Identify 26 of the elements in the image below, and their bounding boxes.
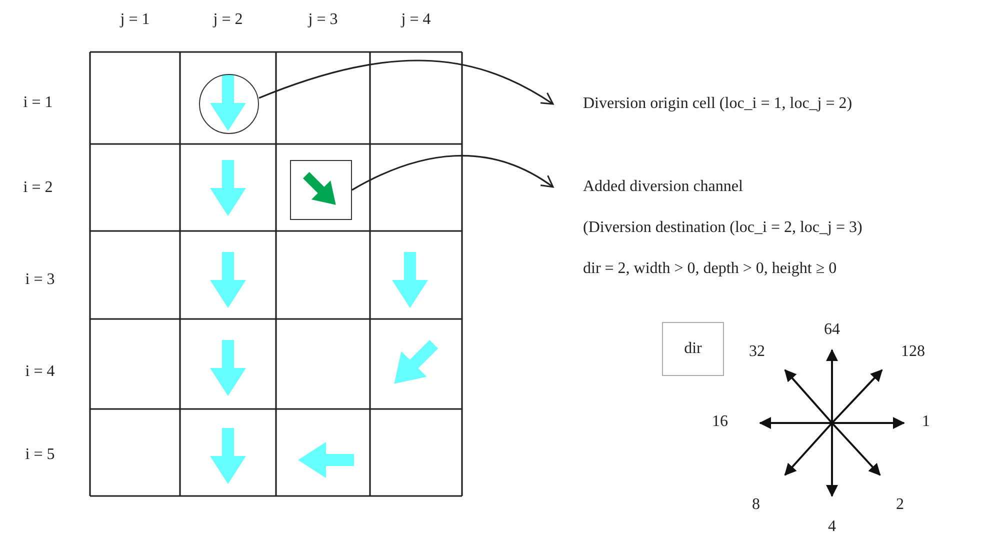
annotation-detail: dir = 2, width > 0, depth > 0, height ≥ 0 — [583, 259, 838, 279]
annotation-text: Added diversion channel — [583, 177, 744, 196]
index-label: i = 2 — [23, 179, 53, 197]
index-label: i = 5 — [25, 446, 55, 464]
index-label: j = 2 — [213, 11, 243, 29]
direction-value: 64 — [824, 321, 840, 339]
curved-arrow — [258, 60, 554, 105]
direction-value: 128 — [901, 343, 925, 361]
index-label: i = 1 — [23, 94, 53, 112]
annotation-text: Diversion origin cell (loc_i = 1, loc_j = 2) — [583, 94, 854, 114]
curved-arrow — [352, 155, 554, 191]
direction-value: 32 — [749, 343, 765, 361]
index-label: i = 3 — [25, 271, 55, 289]
index-label: i = 4 — [25, 363, 55, 381]
box-label: dir — [684, 339, 702, 359]
index-label: j = 3 — [308, 11, 338, 29]
highlight-circle — [199, 74, 259, 134]
annotation-detail: (Diversion destination (loc_i = 2, loc_j = 3) — [583, 218, 864, 238]
direction-value: 16 — [712, 413, 728, 431]
direction-value: 4 — [828, 518, 836, 536]
index-label: j = 4 — [401, 11, 431, 29]
direction-value: 8 — [752, 496, 760, 514]
direction-value: 1 — [922, 413, 930, 431]
index-label: j = 1 — [120, 11, 150, 29]
direction-value: 2 — [896, 496, 904, 514]
highlight-box — [290, 160, 352, 220]
